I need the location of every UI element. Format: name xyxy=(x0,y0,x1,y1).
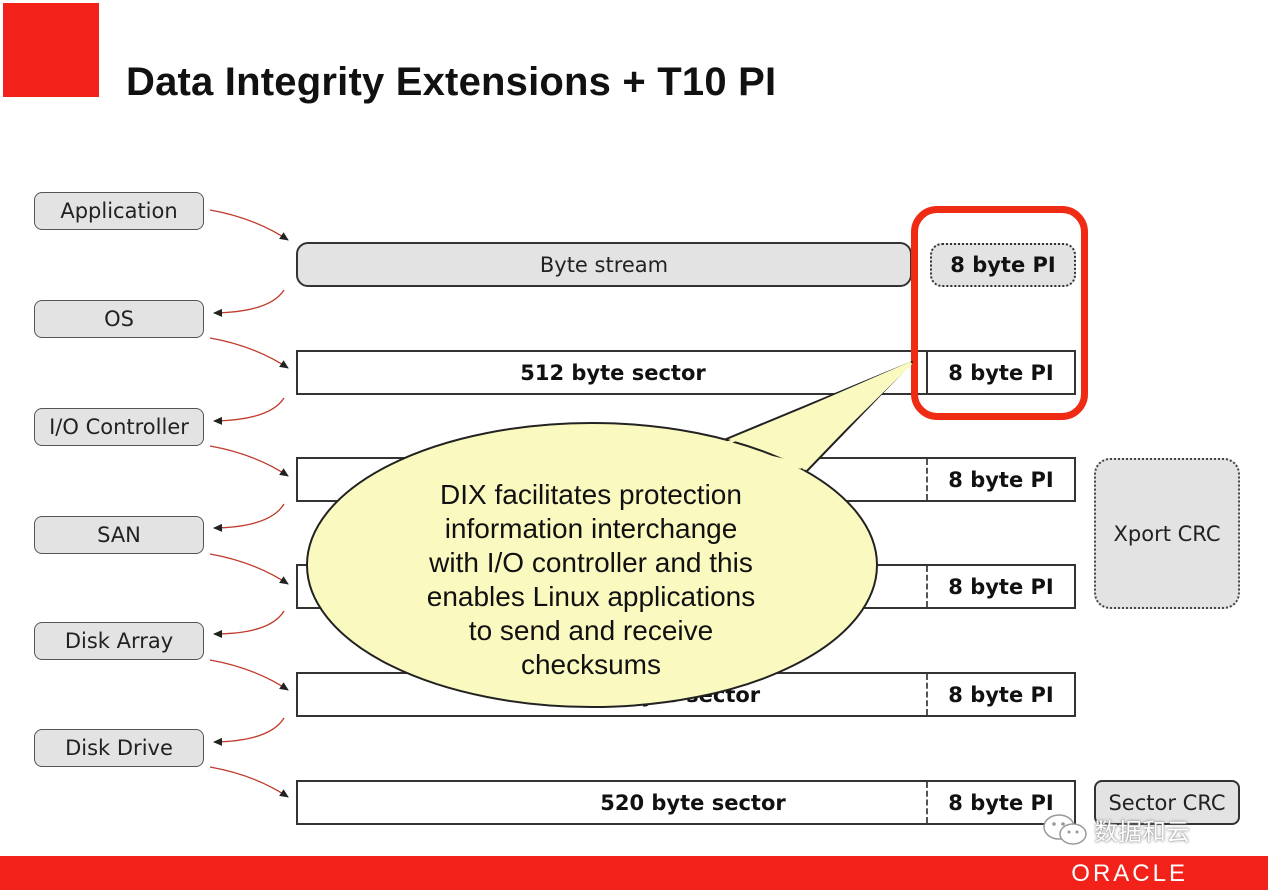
arrow-return-icon xyxy=(213,397,285,425)
sector-pi: 8 byte PI xyxy=(926,566,1074,607)
callout-line: with I/O controller and this xyxy=(429,547,753,578)
arrow-down-icon xyxy=(209,766,289,798)
layer-san: SAN xyxy=(34,516,204,554)
layer-disk-array: Disk Array xyxy=(34,622,204,660)
sector-label: 520 byte sector xyxy=(600,790,786,815)
callout-line: checksums xyxy=(520,649,662,680)
byte-stream-box: Byte stream xyxy=(296,242,912,287)
arrow-return-icon xyxy=(213,717,285,746)
callout-line: enables Linux applications xyxy=(426,581,756,612)
callout-line: to send and receive xyxy=(468,615,714,646)
layer-io-controller: I/O Controller xyxy=(34,408,204,446)
layer-os: OS xyxy=(34,300,204,338)
layer-disk-drive: Disk Drive xyxy=(34,729,204,767)
slide-title: Data Integrity Extensions + T10 PI xyxy=(126,60,777,104)
xport-crc-box: Xport CRC xyxy=(1094,458,1240,609)
arrow-down-icon xyxy=(209,553,289,585)
corner-red-square xyxy=(3,3,99,97)
sector-row: 520 byte sector 8 byte PI xyxy=(296,780,1076,825)
sector-row: 512 byte sector 8 byte PI xyxy=(296,350,1076,395)
sector-pi: 8 byte PI xyxy=(926,674,1074,715)
wechat-icon xyxy=(1043,813,1087,845)
arrow-return-icon xyxy=(213,610,285,638)
sector-crc-box: Sector CRC xyxy=(1094,780,1240,825)
sector-pi: 8 byte PI xyxy=(926,459,1074,500)
callout-bubble xyxy=(306,361,913,708)
arrow-down-icon xyxy=(209,337,289,369)
oracle-logo: ORACLE xyxy=(1071,860,1188,887)
flow-arrows xyxy=(209,209,289,798)
sector-pi: 8 byte PI xyxy=(926,782,1074,823)
watermark-text: 数据和云 xyxy=(1094,818,1190,846)
footer-bar xyxy=(0,856,1268,890)
layer-application: Application xyxy=(34,192,204,230)
callout-line: DIX facilitates protection xyxy=(440,479,742,510)
arrow-return-icon xyxy=(213,289,285,317)
watermark: 数据和云 xyxy=(1042,812,1190,847)
arrow-down-icon xyxy=(209,659,289,691)
arrow-down-icon xyxy=(209,445,289,477)
callout-line: information interchange xyxy=(444,513,738,544)
arrow-down-icon xyxy=(209,209,289,241)
arrow-return-icon xyxy=(213,503,285,532)
byte-stream-pi: 8 byte PI xyxy=(930,243,1076,287)
sector-label: 512 byte sector xyxy=(520,360,706,385)
sector-pi: 8 byte PI xyxy=(926,352,1074,393)
callout-text: DIX facilitates protection information i… xyxy=(380,478,802,682)
pi-highlight-frame xyxy=(911,206,1088,420)
